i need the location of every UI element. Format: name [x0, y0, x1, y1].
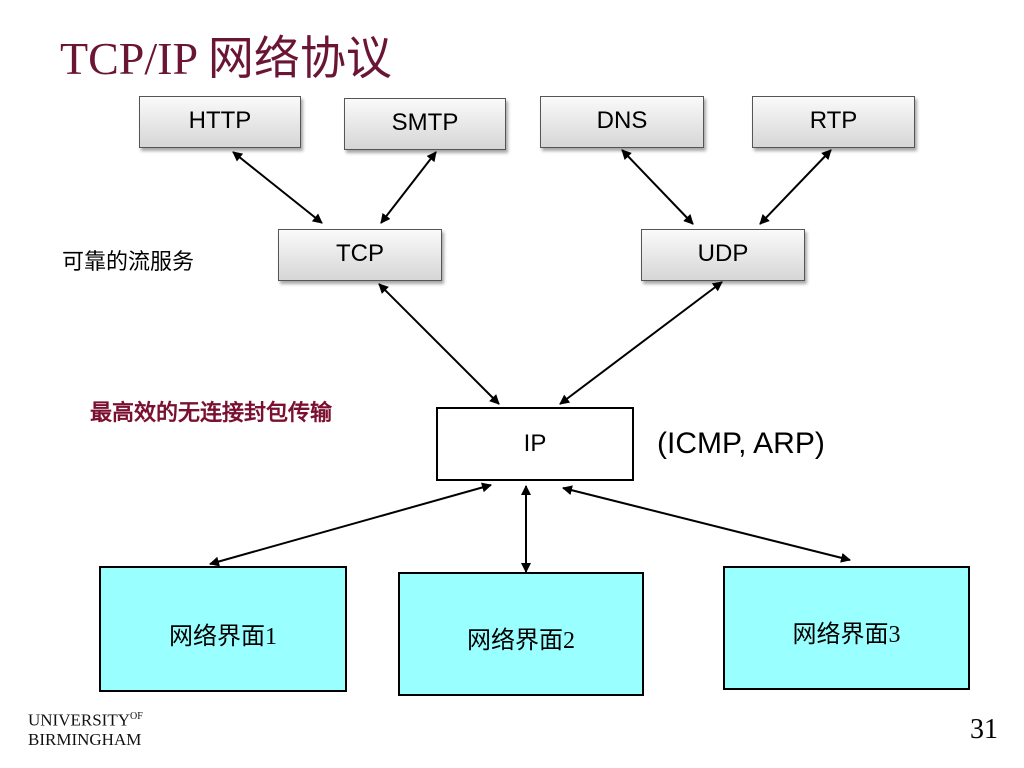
- interface-2-box: 网络界面2: [398, 572, 644, 696]
- arrow-ip-iface1: [209, 482, 492, 567]
- interface-3-label: 网络界面3: [792, 622, 901, 648]
- arrow-smtp-tcp: [380, 151, 437, 224]
- arrow-rtp-udp: [759, 149, 832, 225]
- logo-line1: UNIVERSITY: [28, 710, 130, 730]
- logo-line2: BIRMINGHAM: [28, 729, 142, 749]
- arrow-dns-udp: [621, 149, 694, 225]
- dns-label: DNS: [596, 107, 648, 134]
- arrow-ip-iface3: [562, 485, 851, 563]
- smtp-label: SMTP: [391, 109, 459, 136]
- interface-2-label: 网络界面2: [467, 628, 575, 654]
- http-box: HTTP: [139, 96, 301, 148]
- tcp-box: TCP: [278, 229, 442, 281]
- udp-box: UDP: [641, 229, 805, 281]
- ip-label: IP: [523, 430, 547, 457]
- interface-3-box: 网络界面3: [723, 566, 970, 690]
- dns-box: DNS: [540, 96, 704, 148]
- arrow-http-tcp: [232, 151, 323, 224]
- tcp-description: 可靠的流服务: [62, 249, 195, 274]
- logo-of: OF: [130, 711, 143, 722]
- slide-title: TCP/IP 网络协议: [60, 33, 392, 84]
- interface-1-label: 网络界面1: [169, 624, 277, 650]
- udp-label: UDP: [697, 240, 749, 267]
- rtp-box: RTP: [752, 96, 915, 148]
- tcp-label: TCP: [336, 240, 384, 267]
- arrow-udp-ip: [559, 281, 723, 405]
- page-number: 31: [970, 714, 998, 745]
- ip-box: IP: [436, 407, 634, 481]
- ip-description: 最高效的无连接封包传输: [90, 400, 333, 425]
- university-logo: UNIVERSITYOF BIRMINGHAM: [28, 707, 143, 749]
- arrow-tcp-ip: [378, 283, 500, 405]
- http-label: HTTP: [188, 107, 252, 134]
- smtp-box: SMTP: [344, 98, 506, 150]
- interface-1-box: 网络界面1: [99, 566, 347, 692]
- ip-protocol-note: (ICMP, ARP): [657, 427, 825, 460]
- rtp-label: RTP: [809, 107, 858, 134]
